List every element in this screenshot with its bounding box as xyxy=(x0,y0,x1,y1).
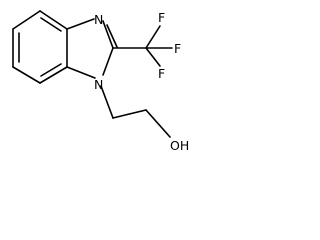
hydroxyethyl-chain xyxy=(100,85,171,138)
benzene-ring xyxy=(12,10,68,84)
atom-label-f-lower: F xyxy=(158,66,165,81)
imidazole-ring xyxy=(66,18,118,79)
atom-label-n-bottom: N xyxy=(94,77,103,92)
structure-diagram: N N F F F OH xyxy=(12,10,189,153)
atom-label-hydroxyl: OH xyxy=(170,138,189,153)
atom-label-f-top: F xyxy=(158,10,165,25)
atom-label-f-right: F xyxy=(174,41,181,56)
atom-label-n-top: N xyxy=(94,12,103,27)
trifluoromethyl-group xyxy=(112,25,173,67)
